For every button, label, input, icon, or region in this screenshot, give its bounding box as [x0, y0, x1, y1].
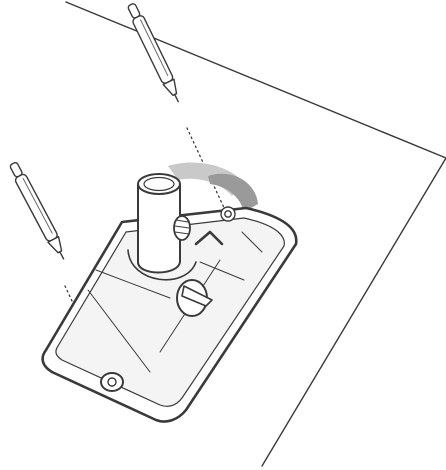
peel-off-shadow	[168, 163, 258, 212]
screw-hole-icon	[221, 207, 235, 221]
clamp-screw	[174, 216, 190, 240]
pen-icon	[8, 161, 69, 262]
screw-hole-icon	[101, 373, 123, 391]
pen-icon	[126, 2, 184, 104]
